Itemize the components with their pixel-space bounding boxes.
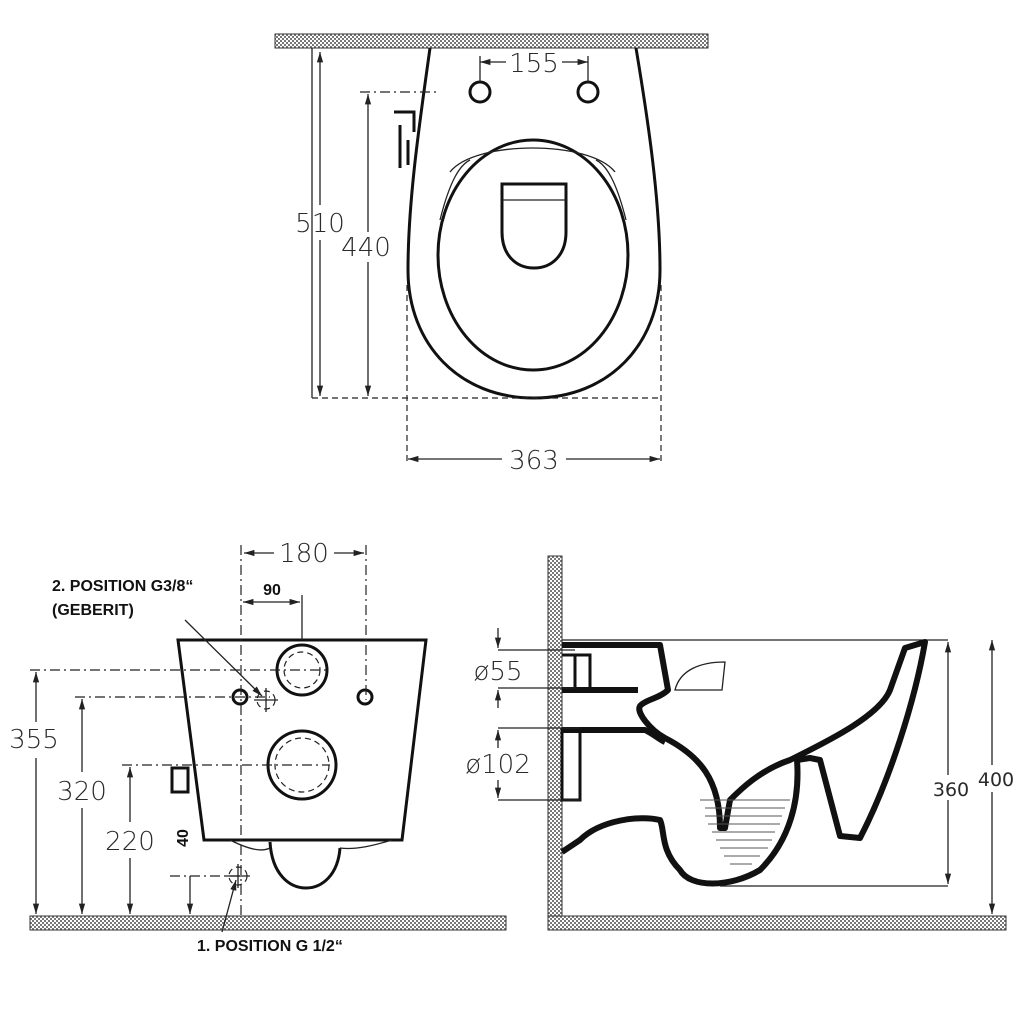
wall-side bbox=[547, 555, 563, 917]
dim-180: 180 bbox=[279, 539, 329, 569]
dim-155: 155 bbox=[509, 49, 559, 79]
dim-355: 355 bbox=[9, 725, 59, 755]
dim-400: 400 bbox=[978, 769, 1014, 791]
note-position-2: 2. POSITION G3/8“ bbox=[52, 578, 193, 595]
bolt-hole-right bbox=[576, 80, 600, 104]
floor-side bbox=[547, 915, 1007, 931]
dim-220: 220 bbox=[105, 827, 155, 857]
floor-front bbox=[29, 915, 507, 931]
dim-90: 90 bbox=[263, 582, 281, 599]
bolt-hole-left bbox=[468, 80, 492, 104]
dim-diameter-55: ø55 bbox=[474, 657, 523, 687]
bowl-outline-top bbox=[406, 47, 662, 400]
wall-top bbox=[274, 33, 709, 49]
body-outline-front bbox=[176, 638, 428, 842]
dim-320: 320 bbox=[57, 777, 107, 807]
top-view: 155 510 440 363 bbox=[274, 33, 709, 476]
dim-440: 440 bbox=[341, 233, 391, 263]
dim-diameter-102: ø102 bbox=[465, 750, 531, 780]
side-view: ø55 ø102 360 400 bbox=[465, 555, 1014, 931]
drain-opening-top bbox=[500, 182, 568, 270]
bowl-section bbox=[560, 639, 928, 887]
note-position-1: 1. POSITION G 1/2“ bbox=[197, 938, 343, 955]
note-position-2-sub: (GEBERIT) bbox=[52, 602, 134, 619]
dim-510: 510 bbox=[295, 209, 345, 239]
dim-40: 40 bbox=[175, 829, 192, 847]
dim-363: 363 bbox=[509, 446, 559, 476]
water-level bbox=[700, 799, 790, 865]
front-view: 180 90 355 320 220 40 2. POSITION G3/8“ … bbox=[9, 539, 507, 955]
dim-360: 360 bbox=[933, 779, 969, 801]
bowl-rim-top bbox=[436, 138, 630, 372]
